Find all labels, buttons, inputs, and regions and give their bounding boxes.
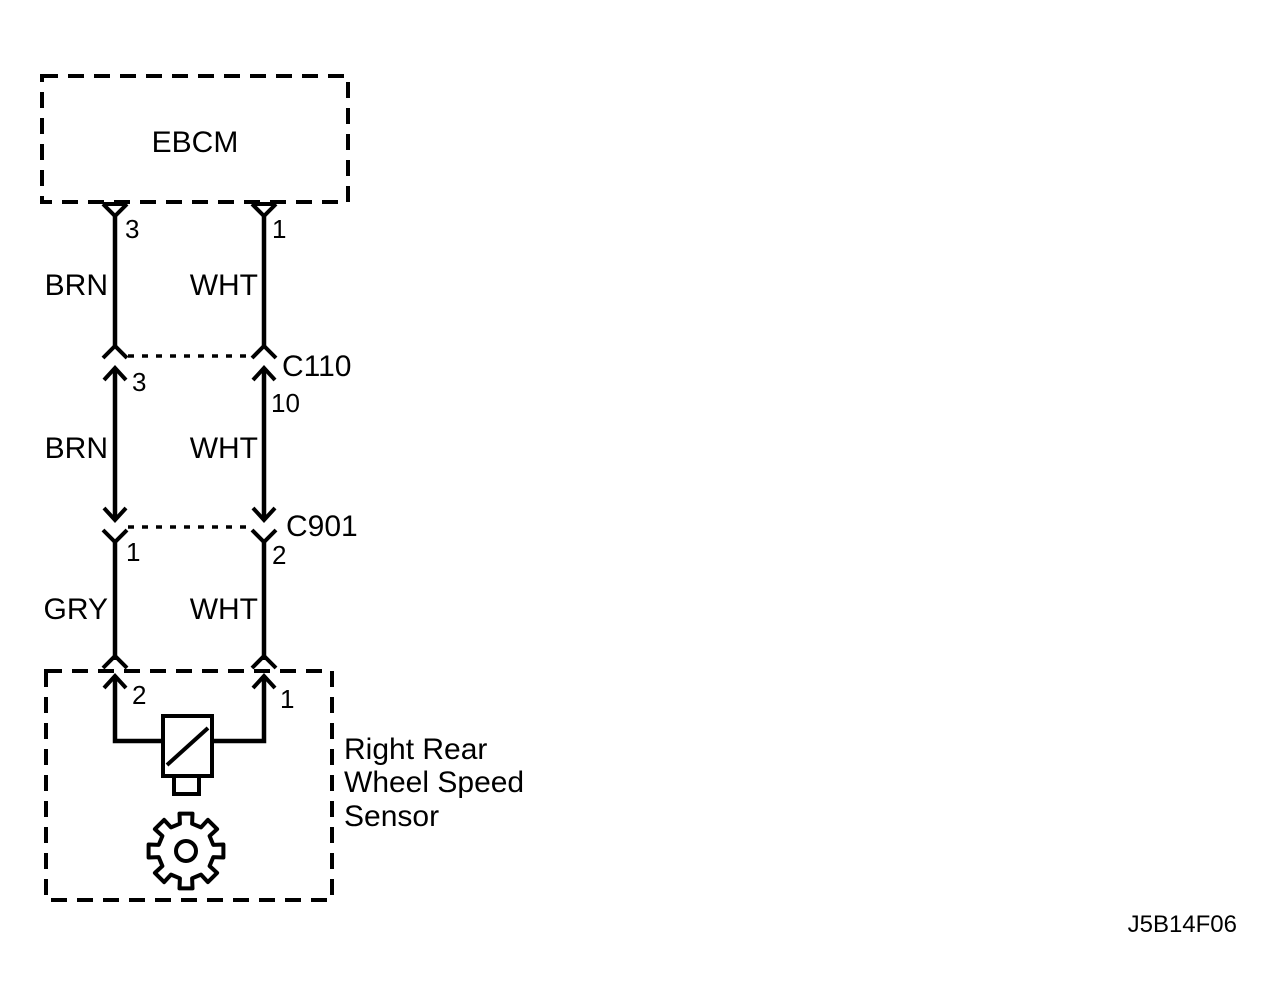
c901-male-left-icon (102, 506, 128, 523)
c110-female-right-icon (250, 343, 278, 360)
wire-label-brn-upper: BRN (45, 269, 108, 302)
wire-label-wht-lower: WHT (190, 593, 258, 626)
ebcm-box (40, 74, 350, 204)
sensor-pin-1: 1 (280, 684, 294, 714)
c110-pin-3: 3 (132, 367, 146, 397)
c901-male-right-icon (251, 506, 277, 523)
sensor-lead-right (212, 676, 267, 744)
wire-label-brn-middle: BRN (45, 432, 108, 465)
tone-wheel-hub-icon (174, 839, 198, 863)
connector-c110: C110 3 10 (101, 343, 352, 418)
ebcm-pin-3: 3 (125, 214, 139, 244)
wire-label-gry-lower: GRY (44, 593, 108, 626)
sensor-label-line-3: Sensor (344, 800, 439, 833)
sensor-label-line-2: Wheel Speed (344, 766, 524, 799)
c901-pin-1: 1 (126, 537, 140, 567)
sensor-female-right-icon (250, 653, 278, 670)
ebcm-label: EBCM (152, 126, 239, 159)
c901-label: C901 (286, 510, 358, 543)
ebcm-module: EBCM (40, 74, 350, 204)
sensor-pin-2: 2 (132, 680, 146, 710)
sensor-label-line-1: Right Rear (344, 733, 487, 766)
wire-label-wht-upper: WHT (190, 269, 258, 302)
c110-pin-10: 10 (271, 388, 300, 418)
c901-female-left-icon (101, 528, 129, 545)
wire-label-wht-middle: WHT (190, 432, 258, 465)
c110-label: C110 (282, 350, 352, 383)
connector-c901: C901 1 2 (101, 506, 358, 570)
figure-id: J5B14F06 (1128, 911, 1237, 938)
ebcm-pin-1: 1 (272, 214, 286, 244)
c110-female-left-icon (101, 343, 129, 360)
sensor-tip-icon (172, 774, 201, 796)
c901-pin-2: 2 (272, 540, 286, 570)
ebcm-terminal-3-icon (101, 202, 129, 219)
sensor-coil-slash (165, 726, 210, 767)
sensor-box (44, 669, 334, 902)
wheel-speed-sensor (44, 669, 334, 902)
sensor-lead-left (112, 676, 163, 744)
sensor-female-left-icon (101, 653, 129, 670)
